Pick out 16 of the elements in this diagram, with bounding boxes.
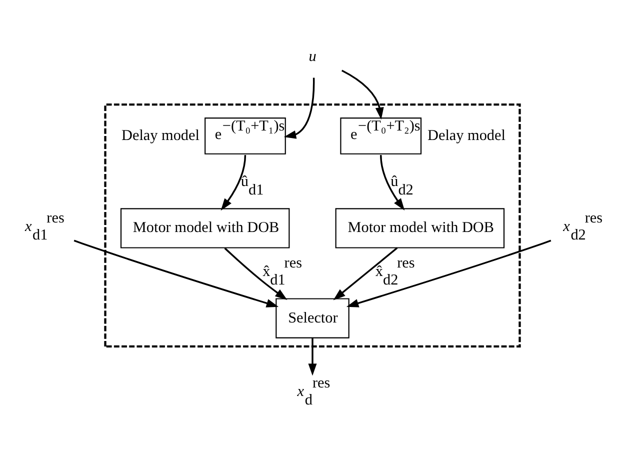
arrow (74, 239, 279, 307)
node-box: Motor model with DOB (335, 208, 505, 248)
arrow (224, 247, 288, 300)
arrow (220, 154, 246, 210)
arrow (333, 246, 398, 300)
arrow (346, 239, 552, 307)
arrow (308, 338, 317, 376)
node-box: Motor model with DOB (120, 208, 290, 248)
arrow (284, 77, 315, 138)
cluster (104, 102, 521, 348)
node-text: u (308, 47, 316, 64)
arrow (380, 154, 405, 210)
node-label: Delay model (122, 126, 200, 144)
arrow (341, 69, 384, 120)
node-label: Delay model (428, 126, 506, 144)
node-box: Selector (276, 298, 350, 338)
